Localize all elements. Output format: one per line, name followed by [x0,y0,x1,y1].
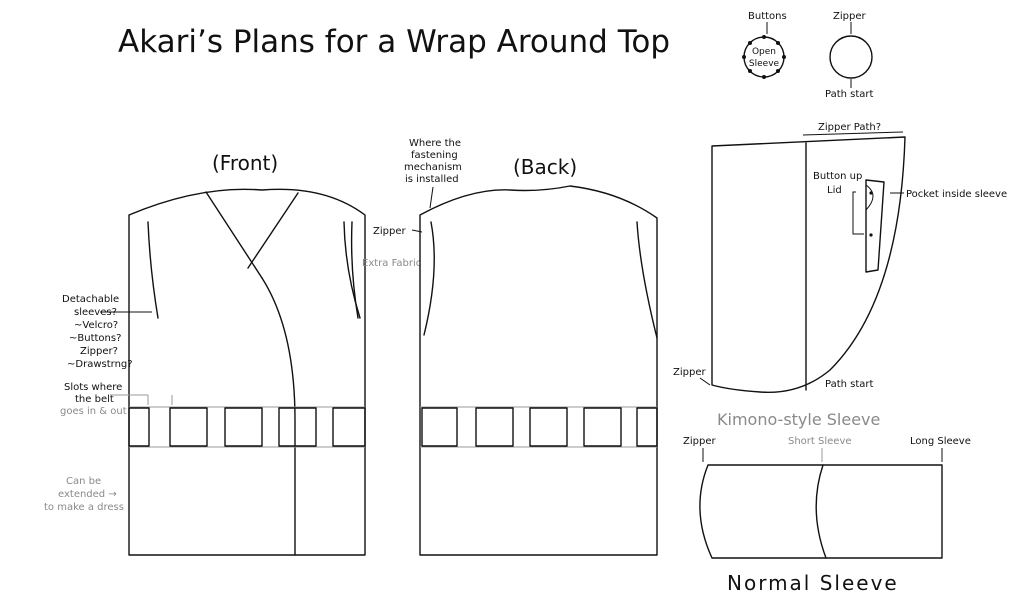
open-sleeve-label-1: Open [752,47,776,57]
extra-fabric-edge [350,221,359,319]
front-neck-right [247,192,299,269]
front-bodice: (Front) [128,151,366,556]
belt-slot [128,407,150,447]
extra-fabric-label: Extra Fabric [362,258,421,269]
legend-buttons-label: Buttons [748,11,787,22]
kimono-sleeve: Zipper Path? Button up Lid Pocket inside… [673,122,1007,429]
page-title: Akari’s Plans for a Wrap Around Top [118,24,670,60]
slots-2: the belt [75,394,114,405]
front-outline [128,188,366,556]
front-neck-left [205,191,263,279]
short-sleeve-seam [815,464,827,559]
lid-bracket [852,191,864,235]
pocket-label: Pocket inside sleeve [906,189,1007,200]
normal-caption: Normal Sleeve [727,571,899,595]
short-sleeve-label: Short Sleeve [788,436,852,447]
detachable-6: ~Drawstrng? [67,359,133,370]
belt-slot [529,407,568,447]
fastening-4: is installed [405,174,459,185]
pocket-button [869,233,873,237]
detachable-5: Zipper? [80,346,118,357]
kimono-zipper-arrow [699,377,711,386]
long-sleeve-label: Long Sleeve [910,436,971,447]
legend-path-start-label: Path start [825,89,874,100]
kimono-caption: Kimono-style Sleeve [717,410,880,429]
extended-2: extended → [58,489,117,500]
front-zipper-label: Zipper [373,226,406,237]
belt-slot [224,407,263,447]
kimono-path-start-label: Path start [825,379,874,390]
legend: Buttons Open Sleeve Zipper Path start [742,11,874,100]
button-lid-1: Button up [813,171,862,182]
belt-slot [332,407,366,447]
button-lid-2: Lid [827,185,842,196]
slots-1: Slots where [64,382,122,393]
detachable-1: Detachable [62,294,119,305]
back-label: (Back) [513,155,577,179]
legend-zipper-label: Zipper [833,11,866,22]
kimono-outline [711,136,906,394]
detachable-4: ~Buttons? [69,333,121,344]
belt-slot [278,407,317,447]
back-belt-slots [421,407,658,447]
detachable-3: ~Velcro? [74,320,118,331]
kimono-zipper-label: Zipper [673,367,706,378]
back-bodice: (Back) Where the fastening mechanism is … [404,138,658,556]
front-belt-slots [128,407,366,447]
belt-slot [583,407,622,447]
zipper-path-line [802,131,904,136]
fastening-2: fastening [411,150,458,161]
button-dots [742,35,786,79]
belt-slot [169,407,208,447]
back-outline [419,185,658,556]
normal-sleeve-outline [699,464,943,559]
front-label: (Front) [212,151,278,175]
front-left-sleeve-seam [147,221,159,319]
back-left-sleeve-seam [423,221,435,336]
belt-slot [636,407,658,447]
normal-sleeve: Zipper Short Sleeve Long Sleeve Normal S… [683,436,971,595]
pocket-lid [865,184,874,211]
zipper-path-label: Zipper Path? [818,122,881,133]
extended-1: Can be [66,476,101,487]
back-right-sleeve-seam [636,221,658,339]
zipper-circle [829,35,873,79]
extended-3: to make a dress [44,502,124,513]
front-wrap-edge [261,277,296,556]
belt-slot [421,407,458,447]
fastening-1: Where the [409,138,461,149]
fastening-arrow [429,186,434,209]
pocket-outline [865,179,885,273]
fastening-3: mechanism [404,162,462,173]
front-annotations: Detachable sleeves? ~Velcro? ~Buttons? Z… [44,221,423,513]
belt-slot [475,407,514,447]
open-sleeve-label-2: Sleeve [749,59,780,69]
detachable-2: sleeves? [74,307,117,318]
pocket-button [869,191,873,195]
slots-grey: goes in & out [60,406,127,417]
normal-zipper-label: Zipper [683,436,716,447]
